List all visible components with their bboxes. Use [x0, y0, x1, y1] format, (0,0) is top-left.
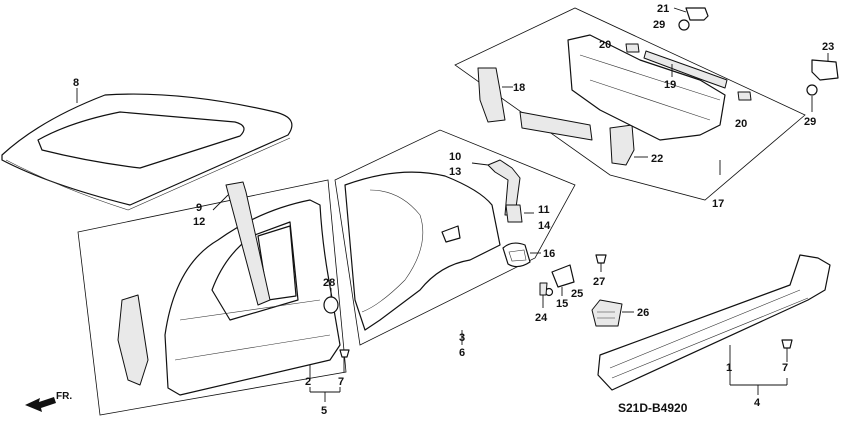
- label-part-23: 23: [822, 41, 834, 53]
- label-part-3: 3: [459, 332, 465, 344]
- label-part-21: 21: [657, 3, 669, 15]
- label-part-11: 11: [538, 204, 550, 216]
- label-part-10: 10: [449, 151, 461, 163]
- label-part-1: 1: [726, 362, 732, 374]
- outer-side-panel-group: [77, 179, 350, 416]
- rear-quarter-panel-group: [334, 129, 576, 346]
- front-direction-label: FR.: [56, 391, 72, 402]
- label-part-19: 19: [664, 79, 676, 91]
- roof-panel: [1, 88, 293, 211]
- label-part-17: 17: [712, 198, 724, 210]
- label-part-26: 26: [637, 307, 649, 319]
- label-part-24: 24: [535, 312, 548, 324]
- label-part-7-left: 7: [338, 376, 344, 388]
- label-part-27: 27: [593, 276, 605, 288]
- label-part-22: 22: [651, 153, 663, 165]
- label-part-6: 6: [459, 347, 465, 359]
- label-part-4: 4: [754, 397, 761, 409]
- label-part-18: 18: [513, 82, 525, 94]
- label-part-14: 14: [538, 220, 551, 232]
- label-part-12: 12: [193, 216, 205, 228]
- label-part-2: 2: [305, 376, 311, 388]
- label-part-15: 15: [556, 298, 568, 310]
- label-part-29-top: 29: [653, 19, 665, 31]
- label-part-28: 28: [323, 277, 335, 289]
- side-sill-panel: [597, 160, 831, 395]
- label-part-7-right: 7: [782, 362, 788, 374]
- upper-right-brackets: [673, 7, 839, 112]
- quarter-panel-brackets: [471, 159, 634, 327]
- label-part-8: 8: [73, 77, 79, 89]
- label-part-5: 5: [321, 405, 327, 417]
- diagram-code: S21D-B4920: [618, 401, 688, 415]
- rear-panel-group: [454, 7, 806, 201]
- label-part-20-top: 20: [599, 39, 611, 51]
- label-part-13: 13: [449, 166, 461, 178]
- label-part-29-right: 29: [804, 116, 816, 128]
- front-direction-arrow: [25, 397, 56, 412]
- label-part-16: 16: [543, 248, 555, 260]
- label-part-9: 9: [196, 202, 202, 214]
- label-part-25: 25: [571, 288, 583, 300]
- label-part-20-right: 20: [735, 118, 747, 130]
